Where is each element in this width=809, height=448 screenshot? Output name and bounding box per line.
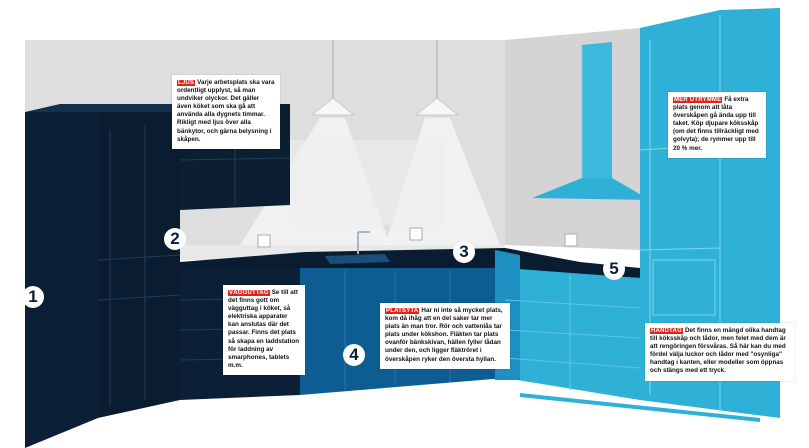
marker-2: 2: [164, 228, 186, 250]
callout-tag: LJUS: [177, 80, 196, 86]
range-hood-chimney: [582, 42, 612, 180]
callout-text: Det finns en mängd olika handtag till kö…: [650, 327, 786, 375]
wall-outlet-1: [257, 234, 271, 248]
wall-outlet-2: [409, 227, 423, 241]
callout-text: Har ni inte så mycket plats, kom då ihåg…: [385, 307, 503, 363]
backsplash-panel: [290, 140, 445, 225]
tall-cabinet-front: [25, 112, 98, 448]
marker-1: 1: [22, 286, 44, 308]
callout-text: Få extra plats genom att låta överskåpen…: [673, 96, 759, 152]
back-wall-right: [505, 28, 640, 250]
callout-tag: MER UTRYMME: [673, 97, 723, 103]
callout-text: Se till att det finns gott om vägguttag …: [228, 289, 300, 369]
tall-cabinet-side: [98, 112, 180, 418]
range-hood: [532, 178, 650, 200]
marker-5: 5: [603, 258, 625, 280]
callout-tag: PLATSYTA: [385, 308, 420, 314]
marker-4: 4: [343, 344, 365, 366]
callout-tag: HANDTAG: [650, 328, 683, 334]
pendant-lamp-1: [310, 97, 356, 116]
callout-tag: VÄGGUTTAG: [228, 290, 270, 296]
pendant-lamp-2: [414, 97, 460, 116]
sink: [325, 254, 390, 264]
callout-text: Varje arbetsplats ska vara ordentligt up…: [177, 79, 275, 143]
wall-outlet-3: [564, 233, 578, 247]
marker-3: 3: [453, 241, 475, 263]
oven: [652, 259, 716, 316]
